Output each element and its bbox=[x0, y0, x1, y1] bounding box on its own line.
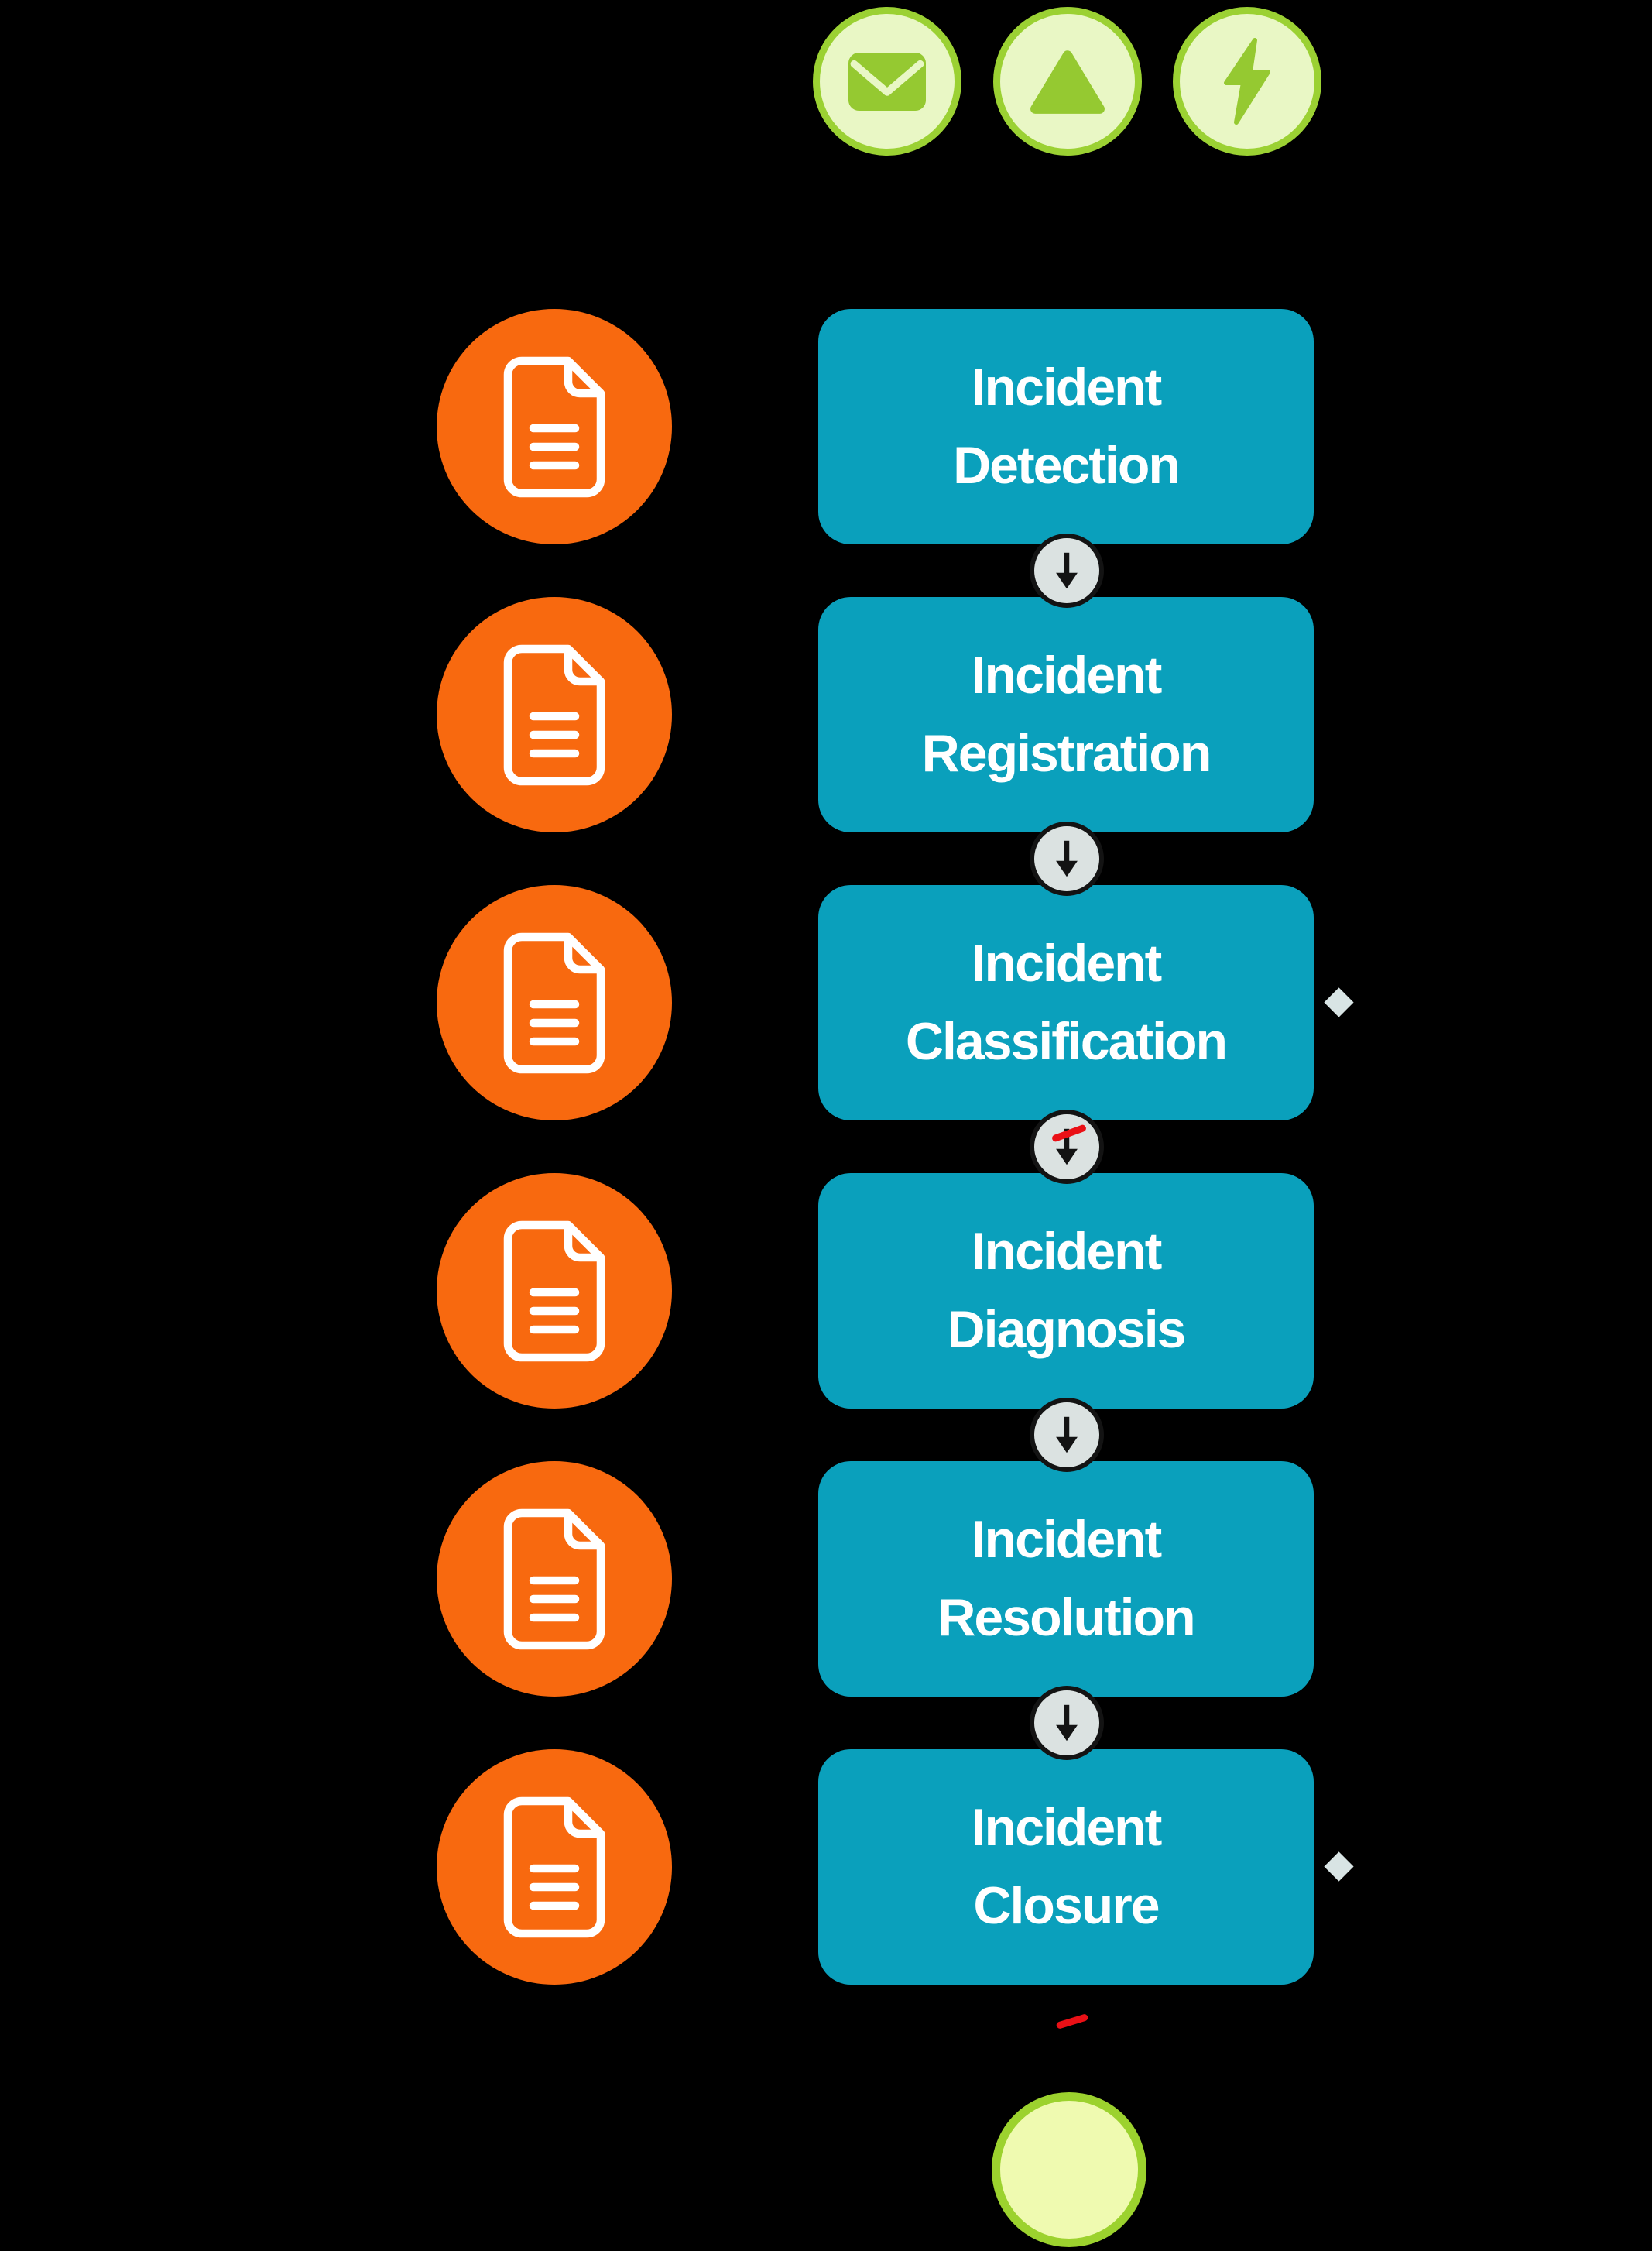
decision-diamond-closure bbox=[1324, 1851, 1354, 1882]
step-label: Incident Resolution bbox=[937, 1510, 1195, 1647]
event-source-node bbox=[1173, 7, 1321, 156]
alert-source-node bbox=[993, 7, 1142, 156]
connector-arrow-1 bbox=[1030, 534, 1104, 608]
step-box-closure: Incident Closure bbox=[818, 1749, 1314, 1985]
step-box-registration: Incident Registration bbox=[818, 597, 1314, 832]
doc-circle-resolution bbox=[437, 1461, 672, 1697]
step-box-detection: Incident Detection bbox=[818, 309, 1314, 544]
step-label: Incident Registration bbox=[921, 646, 1212, 783]
email-source-node bbox=[813, 7, 961, 156]
doc-circle-detection bbox=[437, 309, 672, 544]
step-box-classification: Incident Classification bbox=[818, 885, 1314, 1120]
end-node bbox=[992, 2092, 1146, 2247]
doc-circle-registration bbox=[437, 597, 672, 832]
down-arrow-icon bbox=[1056, 552, 1078, 589]
doc-circle-closure bbox=[437, 1749, 672, 1985]
connector-arrow-2 bbox=[1030, 822, 1104, 896]
connector-arrow-4 bbox=[1030, 1398, 1104, 1472]
connector-arrow-5 bbox=[1030, 1686, 1104, 1760]
step-box-resolution: Incident Resolution bbox=[818, 1461, 1314, 1697]
document-icon bbox=[503, 932, 605, 1073]
document-icon bbox=[503, 1220, 605, 1361]
down-arrow-icon bbox=[1056, 1704, 1078, 1741]
lightning-bolt-icon bbox=[1224, 38, 1270, 125]
down-arrow-icon bbox=[1056, 840, 1078, 877]
step-label: Incident Diagnosis bbox=[947, 1222, 1187, 1359]
step-label: Incident Classification bbox=[905, 934, 1228, 1071]
decision-diamond-classification bbox=[1324, 987, 1354, 1017]
doc-circle-diagnosis bbox=[437, 1173, 672, 1409]
document-icon bbox=[503, 1508, 605, 1649]
red-dash-mark bbox=[1055, 2013, 1089, 2030]
warning-triangle-icon bbox=[1030, 50, 1105, 114]
connector-arrow-3-blocked bbox=[1030, 1110, 1104, 1184]
step-label: Incident Detection bbox=[953, 358, 1181, 495]
document-icon bbox=[503, 356, 605, 497]
step-label: Incident Closure bbox=[971, 1798, 1163, 1935]
document-icon bbox=[503, 1796, 605, 1937]
document-icon bbox=[503, 644, 605, 785]
down-arrow-icon bbox=[1056, 1416, 1078, 1453]
envelope-icon bbox=[848, 52, 926, 111]
step-box-diagnosis: Incident Diagnosis bbox=[818, 1173, 1314, 1409]
doc-circle-classification bbox=[437, 885, 672, 1120]
